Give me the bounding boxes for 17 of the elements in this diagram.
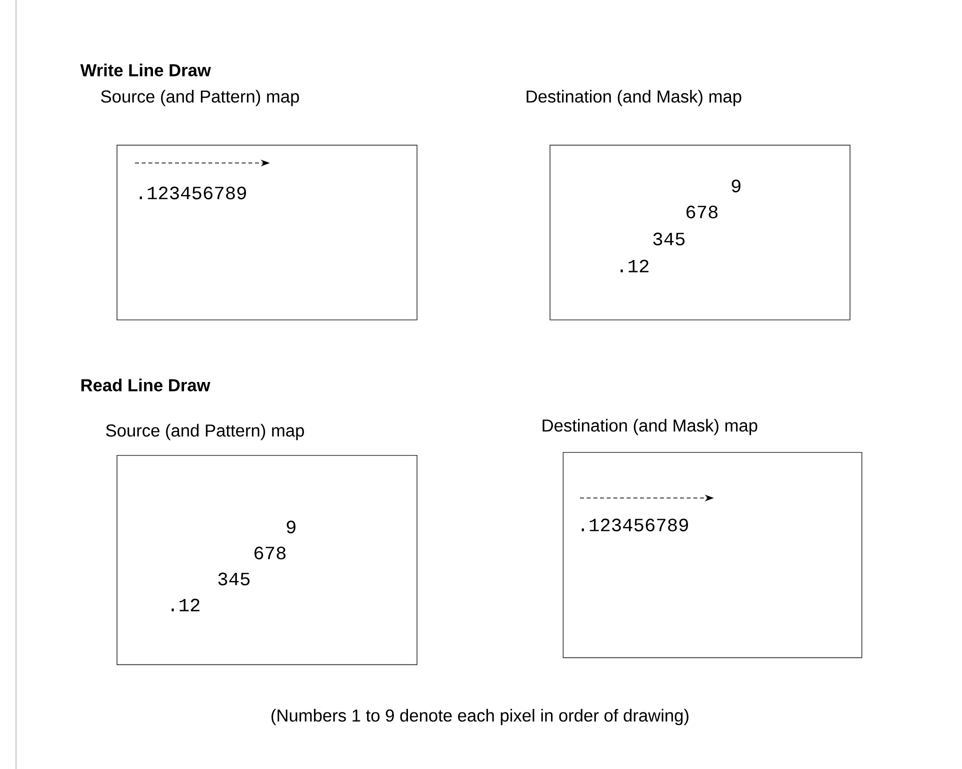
pixel-numbers: 345	[218, 572, 250, 586]
pixel-numbers: 9	[732, 180, 740, 192]
map-heading: Destination (and Mask) map	[526, 90, 742, 106]
pixel-numbers: 345	[653, 232, 685, 246]
section-title: Write Line Draw	[80, 64, 211, 76]
map-heading: Source (and Pattern) map	[101, 90, 299, 106]
pixel-numbers: .12	[620, 260, 648, 272]
pixel-numbers: 678	[686, 206, 718, 218]
section-title: Read Line Draw	[81, 378, 210, 392]
pixel-numbers: .123456789	[582, 518, 688, 532]
pixel-numbers: 9	[286, 520, 296, 534]
caption: (Numbers 1 to 9 denote each pixel in order of drawing)	[272, 708, 688, 726]
map-heading: Destination (and Mask) map	[542, 418, 758, 436]
pixel-numbers: .123456789	[140, 186, 246, 200]
pixel-numbers: 678	[254, 546, 286, 560]
map-heading: Source (and Pattern) map	[106, 424, 304, 440]
pixel-numbers: .12	[172, 598, 200, 612]
